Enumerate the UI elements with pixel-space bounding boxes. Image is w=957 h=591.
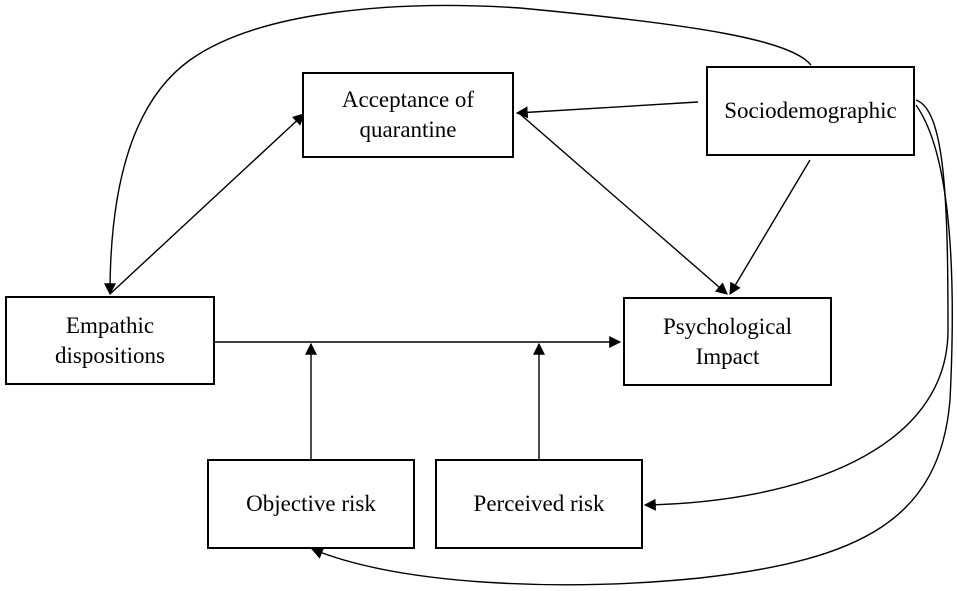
arrow-acceptance-to-psych — [519, 113, 728, 295]
arrow-socio-to-perceived — [643, 99, 949, 511]
node-sociodemographic: Sociodemographic — [706, 66, 915, 156]
arrow-socio-to-psych — [729, 159, 811, 296]
node-acceptance-of-quarantine: Acceptance of quarantine — [302, 72, 514, 158]
arrow-socio-to-objective — [310, 104, 953, 586]
node-empathic-dispositions: Empathic dispositions — [5, 296, 215, 385]
node-objective-risk: Objective risk — [207, 459, 415, 549]
arrow-empathic-to-acceptance — [109, 113, 305, 295]
node-perceived-risk: Perceived risk — [435, 459, 643, 549]
arrow-socio-to-acceptance — [515, 101, 699, 119]
node-psychological-impact: Psychological Impact — [623, 297, 832, 386]
arrow-socio-to-empathic — [104, 4, 812, 296]
